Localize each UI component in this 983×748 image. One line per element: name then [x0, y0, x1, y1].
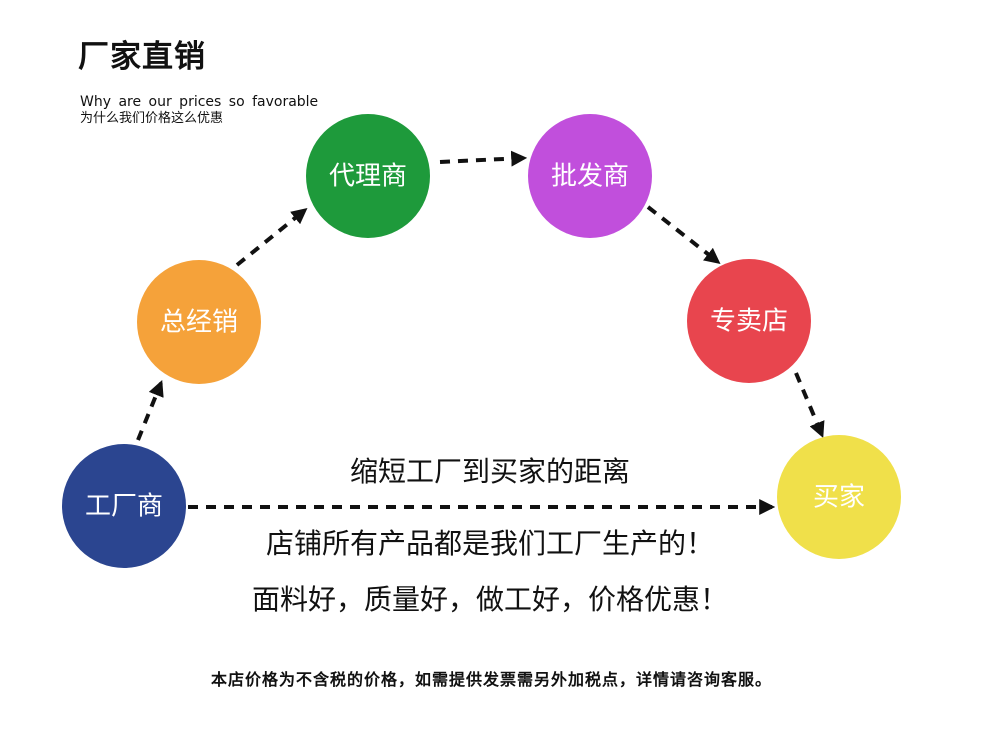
arrow-specialty-store-to-buyer — [794, 372, 825, 438]
arrow-agent-to-wholesaler — [439, 150, 528, 167]
node-general-distributor: 总经销 — [137, 260, 261, 384]
node-agent-label: 代理商 — [329, 162, 407, 192]
node-factory-label: 工厂商 — [85, 492, 163, 522]
node-specialty-store-label: 专卖店 — [710, 307, 788, 337]
quality-price-statement: 面料好，质量好，做工好，价格优惠！ — [251, 583, 728, 616]
arrow-factory-to-general-distributor — [136, 380, 164, 441]
factory-production-statement: 店铺所有产品都是我们工厂生产的！ — [265, 527, 714, 560]
node-buyer-label: 买家 — [813, 483, 865, 513]
node-specialty-store: 专卖店 — [687, 259, 811, 383]
node-wholesaler-label: 批发商 — [551, 162, 629, 192]
node-factory: 工厂商 — [62, 444, 186, 568]
subtitle-english: Why are our prices so favorable — [80, 94, 319, 110]
arrow-general-distributor-to-agent — [235, 207, 308, 267]
arrow-wholesaler-to-specialty-store — [646, 205, 721, 264]
distance-slogan: 缩短工厂到买家的距离 — [349, 455, 630, 488]
node-buyer: 买家 — [777, 435, 901, 559]
node-general-distributor-label: 总经销 — [160, 308, 238, 338]
page-title: 厂家直销 — [78, 39, 206, 75]
node-agent: 代理商 — [306, 114, 430, 238]
subtitle-chinese: 为什么我们价格这么优惠 — [80, 111, 224, 126]
node-wholesaler: 批发商 — [528, 114, 652, 238]
tax-invoice-notice: 本店价格为不含税的价格，如需提供发票需另外加税点，详情请咨询客服。 — [210, 670, 772, 689]
